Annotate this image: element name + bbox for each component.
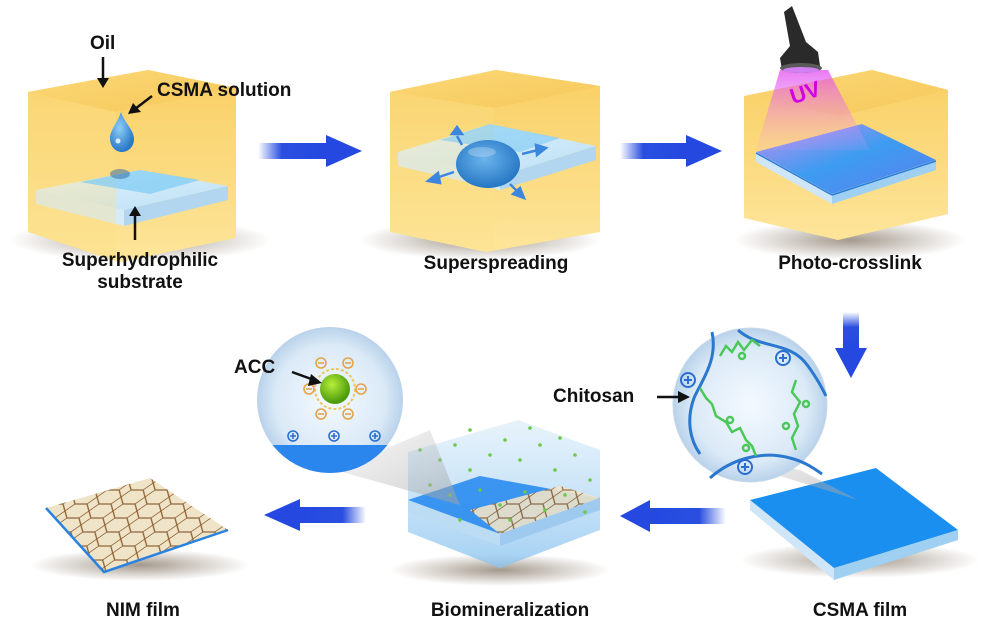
step-6-label: NIM film: [106, 600, 180, 621]
step-1-label-line-1: Superhydrophilic: [61, 250, 219, 271]
step-4-csma-film: [740, 468, 980, 580]
step-2-oil-box: [360, 70, 600, 260]
acc-pointer-arrow: [291, 370, 322, 386]
droplet-shadow: [110, 169, 130, 179]
step-1-oil-box: [10, 70, 270, 262]
uv-lamp-icon: [780, 6, 822, 73]
step-3-label: Photo-crosslink: [778, 253, 922, 274]
nim-film-surface: [46, 478, 228, 572]
positive-charge-icons: [287, 430, 381, 442]
flow-arrow-1-to-2: [258, 135, 362, 167]
zoom-beam-acc: [335, 430, 460, 505]
step-2-label: Superspreading: [423, 253, 569, 274]
csma-solution-label: CSMA solution: [157, 80, 292, 101]
hexagonal-mineral-pattern: [470, 486, 600, 534]
step-1-label-line-2: substrate: [97, 271, 183, 293]
csma-solution-pointer-arrow: [128, 95, 153, 114]
step-6-nim-film: [30, 478, 250, 581]
chitosan-pointer-arrow: [657, 391, 690, 403]
positive-charge-icons: [680, 350, 791, 475]
oil-label: Oil: [90, 33, 116, 54]
chitosan-molecule-chains: [698, 338, 811, 457]
step-5-label: Biomineralization: [430, 600, 590, 621]
acc-particle: [320, 374, 350, 404]
chitosan-zoom-circle: [672, 327, 828, 483]
flow-arrow-2-to-3: [620, 135, 722, 167]
oil-pointer-arrow: [97, 57, 109, 88]
step-4-label: CSMA film: [812, 600, 908, 621]
acc-label: ACC: [234, 357, 276, 378]
step-3-oil-box: [735, 70, 965, 260]
step-1-label: Superhydrophilic substrate: [62, 250, 218, 294]
step-5-biomineralization-tank: [390, 420, 610, 586]
chitosan-label: Chitosan: [553, 386, 635, 407]
spreading-droplet: [456, 140, 520, 188]
substrate-pointer-arrow: [129, 206, 141, 240]
flow-arrow-3-to-4: [835, 312, 867, 378]
uv-beam: [756, 70, 870, 150]
flow-arrow-4-to-5: [620, 500, 726, 532]
spread-direction-arrows: [425, 124, 549, 201]
flow-arrow-5-to-6: [264, 499, 366, 531]
negative-charge-icons: [303, 357, 367, 420]
